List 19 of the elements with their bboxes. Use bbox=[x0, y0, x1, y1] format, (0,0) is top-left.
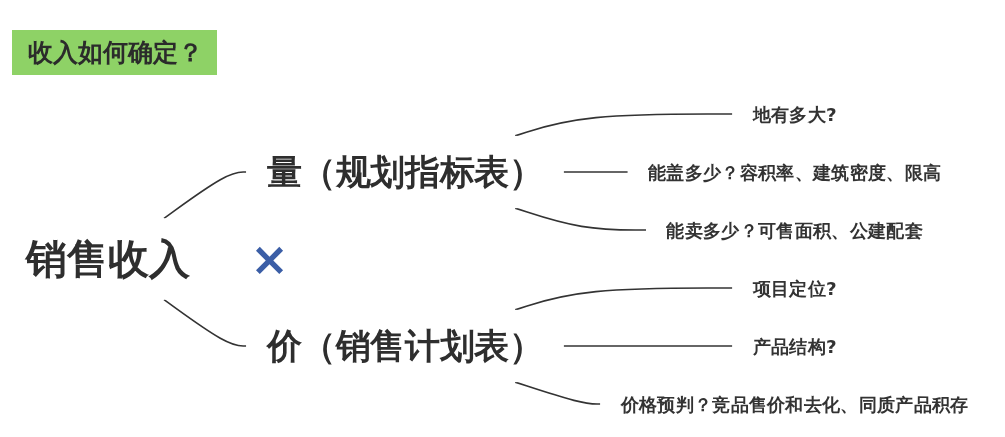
node-text: 价（销售计划表） bbox=[266, 325, 544, 366]
node-text: 地有多大? bbox=[752, 103, 837, 125]
connector bbox=[562, 345, 734, 347]
node-text: 项目定位? bbox=[752, 277, 837, 299]
node-text: 能卖多少？可售面积、公建配套 bbox=[666, 219, 923, 241]
connector bbox=[514, 207, 647, 231]
connector bbox=[514, 113, 734, 137]
connector bbox=[514, 287, 734, 311]
connector bbox=[562, 171, 629, 173]
node-text: 量（规划指标表） bbox=[266, 151, 544, 192]
multiply-sign: × bbox=[250, 236, 289, 282]
node-text: 销售收入 bbox=[26, 235, 190, 283]
node-text: 产品结构? bbox=[752, 335, 837, 357]
connector bbox=[163, 171, 248, 220]
connector bbox=[514, 381, 602, 405]
connector bbox=[163, 298, 248, 347]
node-text: 能盖多少？容积率、建筑密度、限高 bbox=[648, 161, 942, 183]
node-text: 价格预判？竞品售价和去化、同质产品积存 bbox=[620, 393, 969, 415]
title-banner: 收入如何确定？ bbox=[12, 30, 217, 75]
